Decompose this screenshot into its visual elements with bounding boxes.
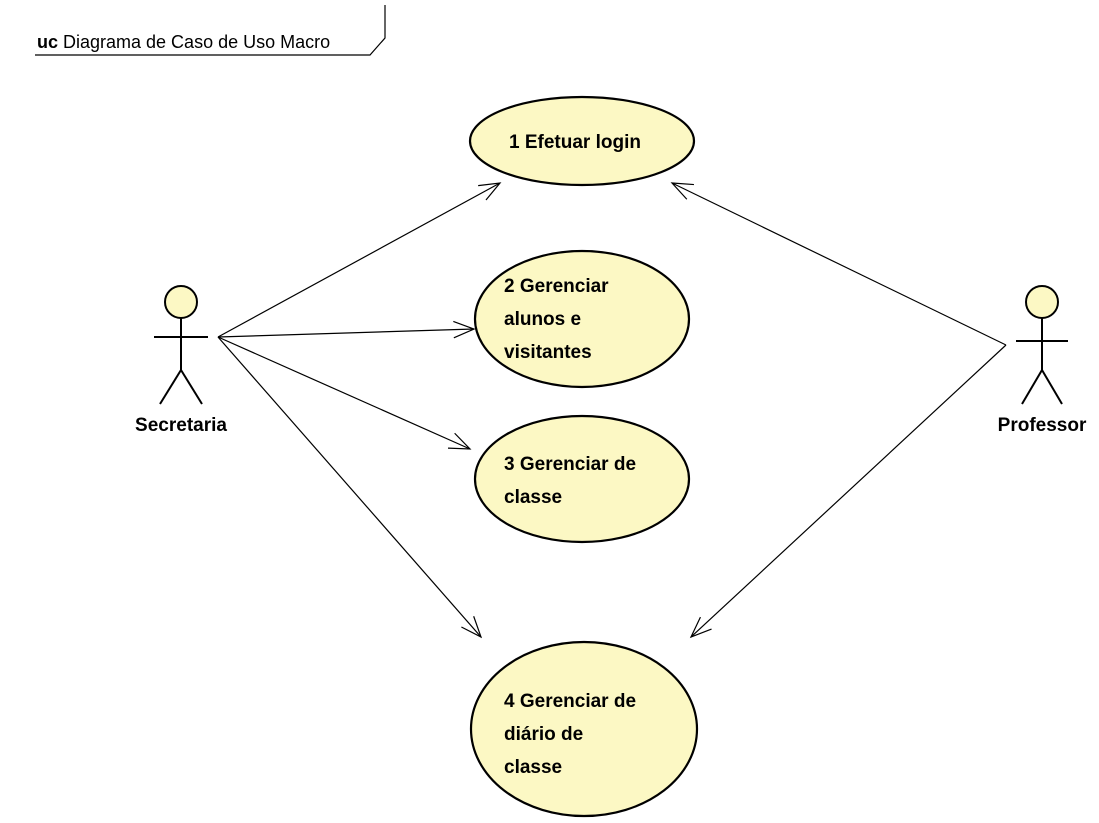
arrowhead-secretaria-uc2	[453, 320, 476, 339]
frame-keyword: uc	[37, 32, 58, 52]
use-case-4[interactable]: 4 Gerenciar de diário de classe	[469, 640, 699, 818]
use-case-2[interactable]: 2 Gerenciar alunos e visitantes	[473, 249, 691, 389]
use-case-3[interactable]: 3 Gerenciar de classe	[473, 414, 691, 544]
use-case-4-ellipse	[469, 640, 699, 818]
actor-head	[164, 285, 198, 319]
frame-title: Diagrama de Caso de Uso Macro	[63, 32, 330, 52]
use-case-3-label-line-1: 3 Gerenciar de	[504, 454, 636, 475]
use-case-2-label-line-1: 2 Gerenciar	[504, 276, 609, 297]
arrowhead-professor-uc4	[689, 616, 712, 639]
actor-head	[1025, 285, 1059, 319]
use-case-2-label-line-3: visitantes	[504, 342, 592, 363]
actor-name: Professor	[998, 415, 1087, 436]
actor-name: Secretaria	[135, 415, 227, 436]
association-professor-uc1	[671, 182, 1007, 346]
association-professor-uc4	[690, 344, 1007, 638]
use-case-1[interactable]: 1 Efetuar login	[468, 95, 696, 187]
use-case-4-label-line-2: diário de	[504, 724, 583, 745]
actor-stick-figure-icon	[1016, 285, 1068, 405]
arrowhead-secretaria-uc4	[461, 616, 483, 639]
actor-secretaria[interactable]: Secretaria	[135, 285, 227, 436]
use-case-4-label-line-1: 4 Gerenciar de	[504, 691, 636, 712]
use-case-2-ellipse	[473, 249, 691, 389]
frame-tab-border	[35, 5, 386, 56]
use-case-3-ellipse	[473, 414, 691, 544]
use-case-4-label-line-3: classe	[504, 757, 562, 778]
arrowhead-secretaria-uc3	[447, 432, 472, 450]
actor-professor[interactable]: Professor	[998, 285, 1087, 436]
association-secretaria-uc3	[217, 336, 471, 450]
use-case-1-label: 1 Efetuar login	[509, 132, 641, 153]
use-case-1-ellipse	[468, 95, 696, 187]
arrowhead-professor-uc1	[670, 182, 694, 200]
association-secretaria-uc1	[217, 182, 501, 338]
associations	[217, 182, 1007, 639]
association-secretaria-uc2	[217, 328, 475, 338]
association-secretaria-uc4	[217, 336, 482, 638]
use-case-2-label-line-2: alunos e	[504, 309, 581, 330]
use-case-3-label-line-2: classe	[504, 487, 562, 508]
diagram-frame-header: uc Diagrama de Caso de Uso Macro	[35, 5, 386, 56]
arrowhead-secretaria-uc1	[478, 182, 502, 201]
actor-stick-figure-icon	[154, 285, 208, 405]
